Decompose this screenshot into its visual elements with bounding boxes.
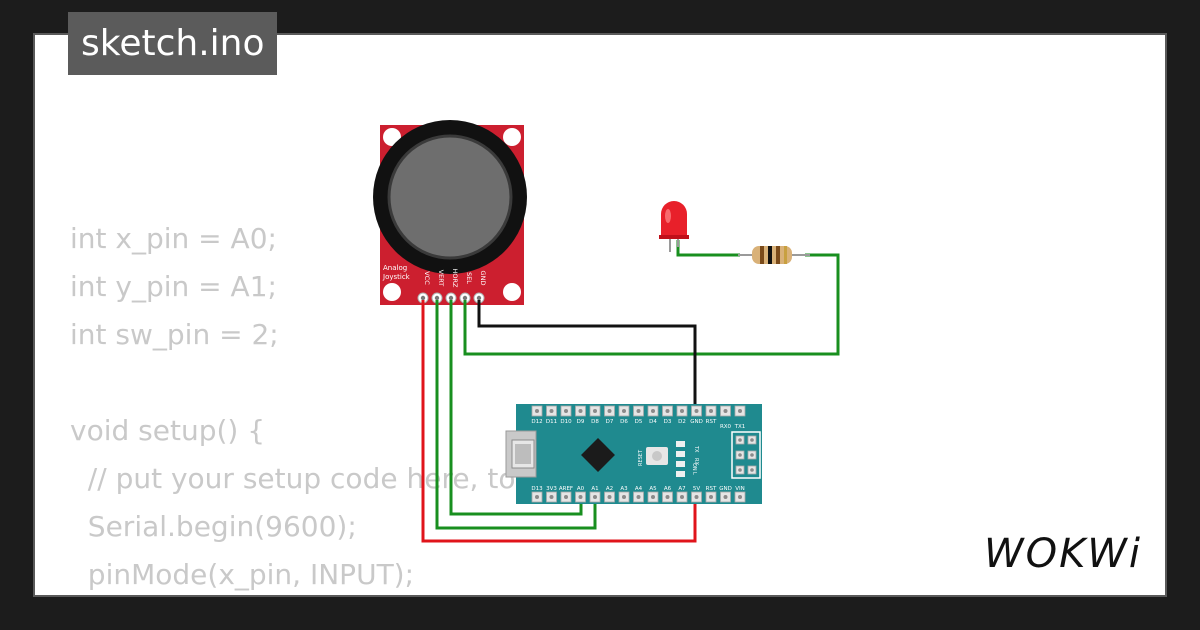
nano-pin-label: A1 [591,486,598,492]
wire-vert[interactable] [435,300,597,530]
led-tx [676,441,685,447]
wokwi-logo: WOKWi [984,531,1142,577]
sketch-title-tag: sketch.ino [68,12,278,75]
led-label-tx: TX [693,445,699,453]
nano-pin-label: A5 [649,486,657,492]
joystick-pin-label: VCC [423,271,431,285]
nano-pin-label: A4 [635,486,643,492]
joystick-label-2: Joystick [382,273,411,281]
wire-vcc[interactable] [421,300,697,543]
nano-pin-label: 5V [693,486,700,492]
code-line: void setup() { [70,414,266,447]
nano-pin-label: A0 [577,486,585,492]
nano-pin-label: GND [690,419,703,425]
nano-pin-label: A7 [678,486,686,492]
code-line: int sw_pin = 2; [70,318,279,351]
wire-horz[interactable] [449,300,583,516]
nano-pin-label: D4 [649,419,657,425]
nano-pin-label: D11 [546,419,557,425]
joystick-pin-label: HORZ [451,269,459,289]
nano-pin-label: TX1 [734,424,746,430]
nano-pin-label: A2 [606,486,613,492]
led-label-rx: RX [693,458,699,465]
nano-pin-label: RX0 [720,424,732,430]
nano-pin-label: D5 [635,419,643,425]
resistor-component[interactable] [738,246,810,264]
nano-pin-label: AREF [559,486,573,492]
nano-pin-label: D9 [577,419,585,425]
code-line: int x_pin = A0; [70,222,277,255]
joystick-pin-label: GND [479,271,487,286]
led-label-l: L [691,472,697,475]
wire-sel[interactable] [463,253,840,356]
nano-pin-label: D10 [560,419,572,425]
nano-pin-label: 3V3 [546,486,557,492]
led-l [676,471,685,477]
code-line: pinMode(x_pin, INPUT); [70,558,415,591]
nano-pin-label: D13 [531,486,543,492]
joystick-module[interactable]: Analog Joystick VCC VERT HORZ SEL GND [373,120,527,305]
nano-pin-label: D3 [664,419,672,425]
wire-led[interactable] [676,240,740,257]
joystick-pin-label: VERT [437,270,445,287]
wire-gnd[interactable] [477,300,697,410]
led-rx [676,451,685,457]
led-icon [661,201,687,238]
nano-board [516,404,762,504]
nano-pin-label: GND [719,486,732,492]
reset-label: RESET [638,449,644,466]
led-component[interactable] [659,201,689,252]
nano-pin-label: D8 [591,419,599,425]
led-label-on: ON [691,463,697,471]
code-line: int y_pin = A1; [70,270,277,303]
nano-pin-label: RST [706,486,717,492]
nano-pin-label: A6 [664,486,672,492]
nano-pin-label: D12 [531,419,542,425]
icsp-header [731,431,761,479]
nano-pin-label: D7 [606,419,614,425]
nano-pin-label: RST [706,419,717,425]
joystick-label-1: Analog [383,264,407,272]
led-on [676,461,685,467]
code-line: Serial.begin(9600); [70,510,357,543]
brand-text: WOKWi [984,531,1142,577]
joystick-pin-label: SEL [465,272,473,284]
nano-pin-label: VIN [735,486,745,492]
nano-pin-label: D2 [678,419,686,425]
nano-pin-label: D6 [620,419,628,425]
joystick-knob [387,134,513,260]
mcu-chip [581,438,615,472]
nano-pin-label: A3 [620,486,628,492]
code-preview: int x_pin = A0; int y_pin = A1; int sw_p… [70,215,657,595]
